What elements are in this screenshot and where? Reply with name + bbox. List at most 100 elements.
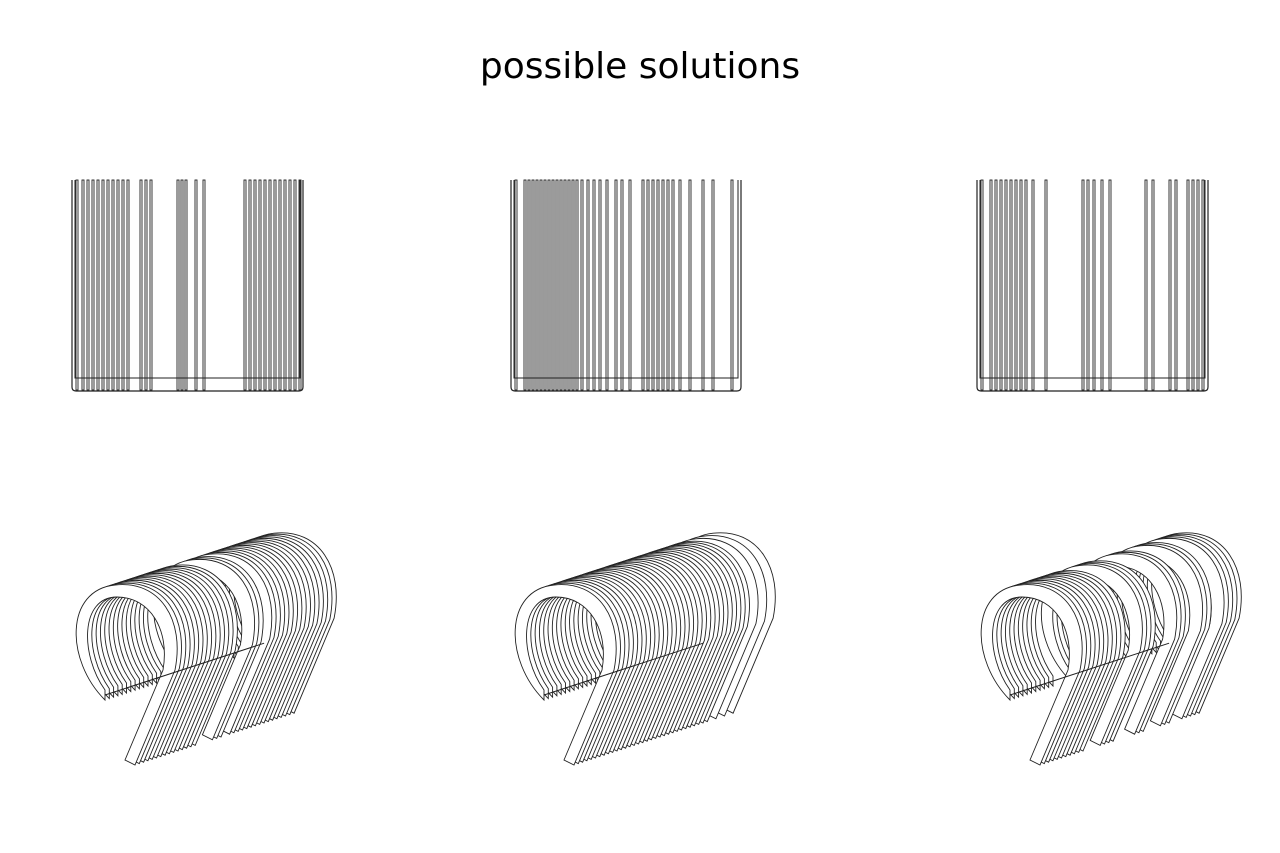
wire (293, 179, 297, 391)
wire (253, 179, 257, 391)
wire (605, 179, 609, 391)
wire (514, 179, 518, 391)
wire (527, 179, 531, 391)
inner-wire (979, 180, 1206, 379)
wire (531, 179, 535, 391)
wire (75, 179, 79, 391)
wire (149, 179, 153, 391)
wire (656, 179, 660, 391)
wire (651, 179, 655, 391)
wire (1092, 179, 1096, 391)
wire (980, 179, 984, 391)
wire (101, 179, 105, 391)
wire (96, 179, 100, 391)
wire (1191, 179, 1195, 391)
wire (641, 179, 645, 391)
wire (180, 179, 184, 391)
connector-wire (104, 642, 265, 696)
inner-wire (74, 180, 301, 379)
wire (1081, 179, 1085, 391)
wire (555, 179, 559, 391)
wire (571, 179, 575, 391)
wire (666, 179, 670, 391)
wire (1024, 179, 1028, 391)
frame-wire (71, 180, 304, 392)
wire (994, 179, 998, 391)
wire (535, 179, 539, 391)
wire (176, 179, 180, 391)
wire (263, 179, 267, 391)
isometric-view-2 (514, 532, 776, 766)
inner-wire (513, 180, 739, 379)
wire (614, 179, 618, 391)
wire (184, 179, 188, 391)
wire (139, 179, 143, 391)
wire (1019, 179, 1023, 391)
wire (567, 179, 571, 391)
wire (121, 179, 125, 391)
wire (989, 179, 993, 391)
ring (75, 584, 178, 766)
wire (268, 179, 272, 391)
wire (575, 179, 579, 391)
wire (1004, 179, 1008, 391)
wire (678, 179, 682, 391)
frame-wire (976, 180, 1209, 392)
wire (86, 179, 90, 391)
front-view-1 (71, 179, 304, 392)
wire (646, 179, 650, 391)
wire (248, 179, 252, 391)
wire (1031, 179, 1035, 391)
wire (1014, 179, 1018, 391)
wire (1201, 179, 1205, 391)
wire (194, 179, 198, 391)
wire (1168, 179, 1172, 391)
wire (701, 179, 705, 391)
wire (628, 179, 632, 391)
wire (243, 179, 247, 391)
wire (1144, 179, 1148, 391)
wire (730, 179, 734, 391)
wire (1108, 179, 1112, 391)
wire (598, 179, 602, 391)
connector-wire (1009, 642, 1170, 696)
wire (298, 179, 302, 391)
wire (202, 179, 206, 391)
ring (514, 584, 617, 766)
wire (559, 179, 563, 391)
wire (523, 179, 527, 391)
wire (1186, 179, 1190, 391)
front-view-3 (976, 179, 1209, 392)
wire (563, 179, 567, 391)
wire (539, 179, 543, 391)
frame-wire (510, 180, 742, 392)
wire (144, 179, 148, 391)
wire (273, 179, 277, 391)
wire (551, 179, 555, 391)
wire (711, 179, 715, 391)
front-view-2 (510, 179, 742, 392)
wire (671, 179, 675, 391)
ring (980, 584, 1083, 766)
wire (592, 179, 596, 391)
wire (111, 179, 115, 391)
wire (1151, 179, 1155, 391)
wire (1086, 179, 1090, 391)
wire (1174, 179, 1178, 391)
wire (543, 179, 547, 391)
wire (1009, 179, 1013, 391)
wire (116, 179, 120, 391)
wire (288, 179, 292, 391)
wire (283, 179, 287, 391)
wire (81, 179, 85, 391)
wire (1044, 179, 1048, 391)
connector-wire (543, 642, 704, 696)
wire (1196, 179, 1200, 391)
wire (580, 179, 584, 391)
wire (258, 179, 262, 391)
wire (999, 179, 1003, 391)
wire (620, 179, 624, 391)
wire (547, 179, 551, 391)
wire (126, 179, 130, 391)
